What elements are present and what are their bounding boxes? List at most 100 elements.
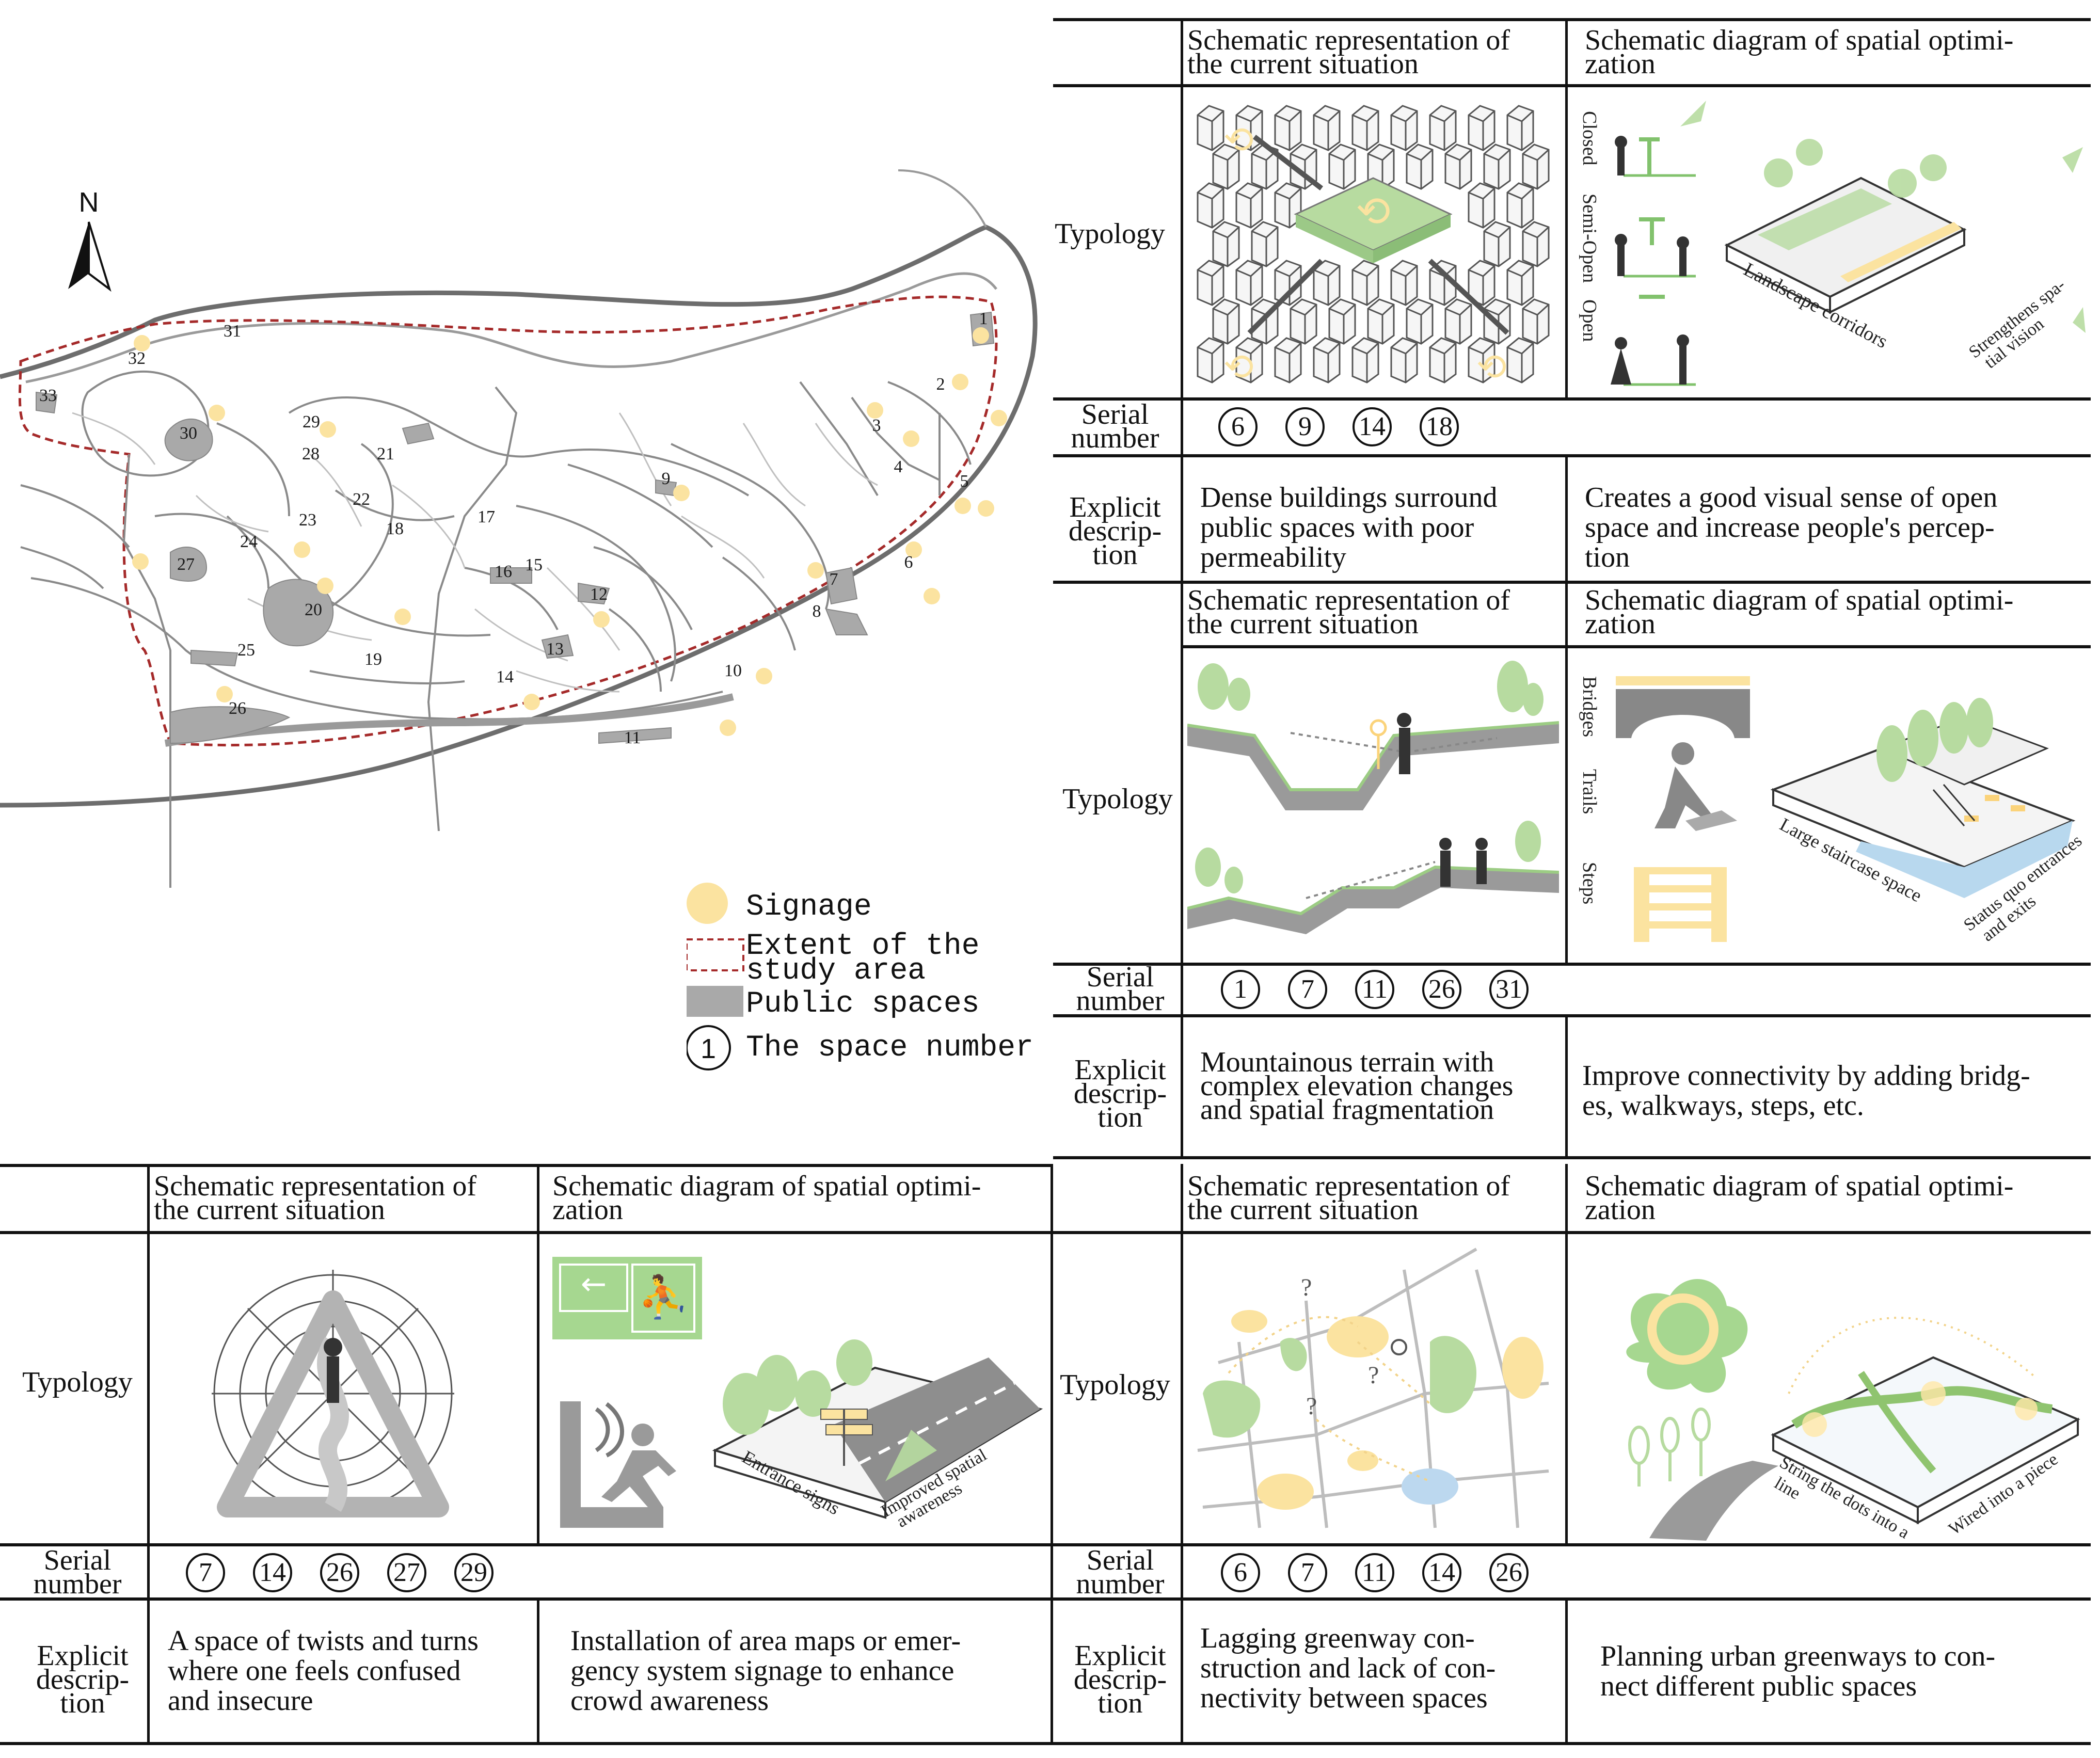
header-optimization-2: Schematic diagram of spatial optimi-zati…	[1585, 584, 2014, 640]
illustration-greenway: String the dots into a line Wired into a…	[1572, 1239, 2088, 1541]
space-label-33: 33	[39, 386, 57, 405]
map-legend: Signage Extent of the study area Public …	[687, 877, 1048, 1084]
label-steps: Steps	[1579, 862, 1600, 904]
label-open: Open	[1579, 299, 1600, 342]
public-space-30	[164, 419, 213, 461]
terrain-drawing	[1187, 661, 1559, 934]
space-label-2: 2	[936, 375, 945, 394]
space-label-13: 13	[546, 640, 564, 659]
space-label-15: 15	[525, 555, 543, 574]
space-label-8: 8	[813, 602, 821, 621]
space-label-22: 22	[353, 490, 370, 509]
optimization-description-4: Planning urban greenways to con-nect dif…	[1600, 1640, 1996, 1702]
space-label-12: 12	[590, 585, 608, 604]
space-number-labels: 1234567891011121314151617181920212223242…	[39, 309, 988, 747]
serial-number-circle: 14	[1422, 1553, 1461, 1592]
space-label-7: 7	[830, 570, 838, 589]
public-space-27	[170, 547, 208, 582]
illustration-terrain	[1187, 650, 1559, 960]
space-label-11: 11	[624, 728, 641, 747]
serial-number-circle: 18	[1420, 407, 1459, 446]
illustration-scattered-spaces: ? ? ?	[1187, 1239, 1559, 1541]
serial-number-circle: 9	[1285, 407, 1325, 446]
header-optimization-4: Schematic diagram of spatial optimi-zati…	[1585, 1170, 2014, 1226]
bridges-drawing: Bridges Trails Steps Large staircase spa…	[1579, 676, 2086, 945]
label-trails: Trails	[1579, 769, 1600, 814]
public-space-11	[598, 727, 672, 744]
typology-label-1: Typology	[1055, 218, 1165, 250]
space-label-27: 27	[177, 555, 195, 574]
legend-canvas: Signage Extent of the study area Public …	[687, 883, 1033, 1070]
question-3: ?	[1306, 1393, 1317, 1420]
space-label-29: 29	[303, 412, 320, 431]
optimization-description-3: Installation of area maps or emer-gency …	[570, 1625, 961, 1717]
serial-number-circle: 14	[253, 1553, 292, 1592]
label-closed: Closed	[1579, 111, 1600, 166]
legend-number-symbol	[687, 1025, 731, 1070]
header-optimization-1: Schematic diagram of spatial optimi-zati…	[1585, 24, 2014, 80]
public-space-21	[402, 422, 435, 445]
scattered-spaces-drawing: ? ? ?	[1197, 1248, 1549, 1528]
serial-number-circle: 14	[1353, 407, 1392, 446]
label-semi-open: Semi-Open	[1579, 194, 1600, 283]
legend-extent-symbol	[687, 938, 744, 971]
public-space-25	[190, 649, 238, 667]
label-bridges: Bridges	[1579, 676, 1600, 737]
space-label-21: 21	[377, 444, 394, 464]
question-2: ?	[1368, 1362, 1379, 1389]
road-network	[20, 371, 972, 888]
illustration-openness: Closed Semi-Open Open	[1572, 90, 2088, 395]
illustration-signage: ← ⛹ Entrance signs Improved spatial awar…	[545, 1239, 1048, 1541]
public-space-13	[541, 634, 574, 659]
serial-number-circle: 27	[387, 1553, 426, 1592]
space-label-20: 20	[305, 600, 322, 619]
public-space-20	[263, 579, 334, 647]
serial-number-circle: 26	[320, 1553, 359, 1592]
legend-public-symbol	[687, 986, 743, 1017]
space-label-18: 18	[386, 519, 404, 538]
space-label-25: 25	[237, 641, 255, 660]
legend-number-label: The space number	[746, 1031, 1033, 1065]
legend-extent-label-1: Extent of the	[746, 930, 979, 963]
openness-drawing: Closed Semi-Open Open	[1579, 101, 2086, 386]
legend-signage-symbol	[687, 883, 728, 924]
space-label-23: 23	[299, 510, 316, 530]
space-label-24: 24	[240, 532, 258, 551]
space-label-26: 26	[229, 699, 246, 718]
svg-text:⟲: ⟲	[1223, 119, 1254, 161]
space-label-4: 4	[894, 457, 903, 476]
serial-number-circle: 11	[1355, 1553, 1394, 1592]
space-label-30: 30	[180, 424, 197, 443]
space-label-3: 3	[872, 416, 881, 435]
signage-drawing: ← ⛹ Entrance signs Improved spatial awar…	[552, 1257, 1043, 1531]
greenway-drawing: String the dots into a line Wired into a…	[1626, 1278, 2080, 1541]
svg-text:⟲: ⟲	[1356, 187, 1390, 235]
north-arrow: N	[68, 187, 112, 292]
map-canvas: 1234567891011121314151617181920212223242…	[0, 169, 1038, 888]
legend-signage-label: Signage	[746, 890, 872, 924]
serial-number-circle: 26	[1489, 1553, 1529, 1592]
question-1: ?	[1301, 1274, 1312, 1301]
space-label-32: 32	[128, 349, 146, 368]
legend-number-digit: 1	[701, 1033, 716, 1064]
svg-text:⟲: ⟲	[1223, 346, 1254, 388]
space-label-10: 10	[724, 661, 742, 680]
confusion-drawing	[212, 1270, 454, 1517]
serial-number-circle: 7	[186, 1553, 225, 1592]
serial-number-circle: 26	[1422, 970, 1461, 1009]
space-label-14: 14	[496, 667, 514, 686]
serial-number-circle: 6	[1221, 1553, 1260, 1592]
space-label-16: 16	[495, 562, 512, 581]
optimization-description-2: Improve connectivity by adding bridg-es,…	[1582, 1060, 2030, 1122]
